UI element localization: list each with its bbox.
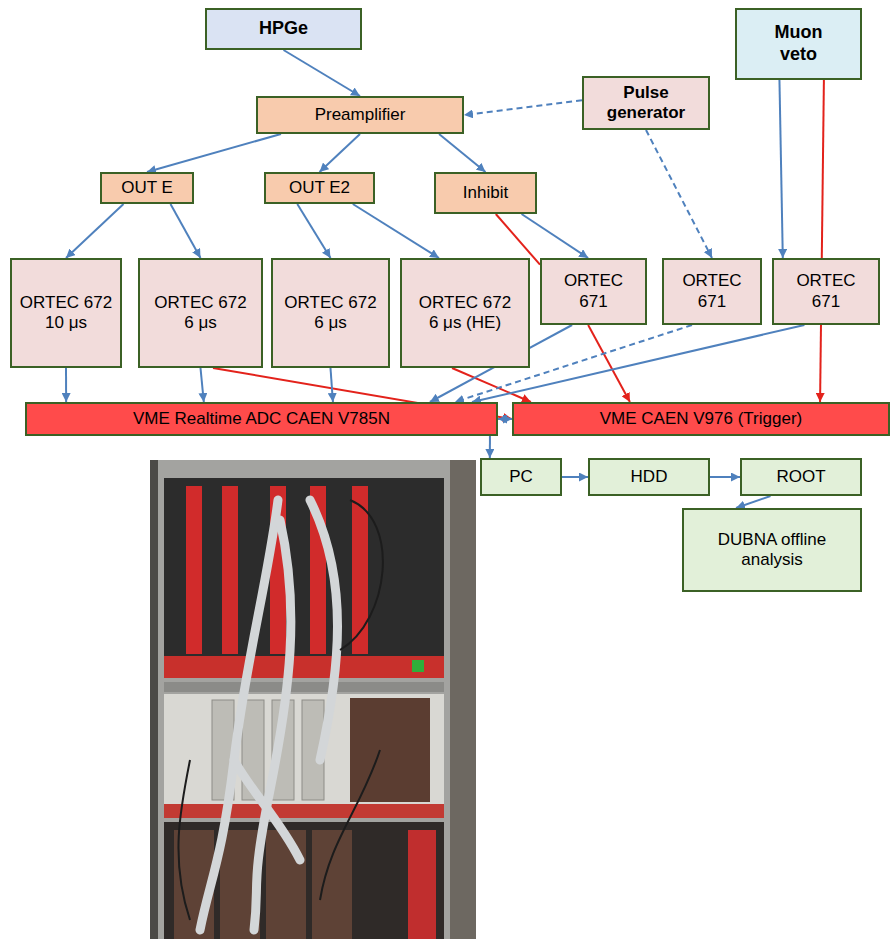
box-label: Preamplifier	[315, 105, 406, 125]
connector	[498, 418, 512, 420]
photo-background	[150, 460, 476, 939]
process-box: Inhibit	[434, 172, 537, 214]
connector	[588, 325, 630, 402]
connector	[201, 368, 204, 402]
box-label: VME CAEN V976 (Trigger)	[600, 409, 802, 429]
process-box: Pulse generator	[582, 76, 710, 130]
box-label: ORTEC 672 6 μs (HE)	[416, 293, 514, 334]
connector	[489, 436, 491, 458]
box-label: ORTEC 671	[793, 271, 859, 312]
process-box: HPGe	[205, 8, 362, 50]
connector	[439, 134, 485, 172]
box-label: ORTEC 672 6 μs	[152, 293, 250, 334]
box-label: Muon veto	[768, 22, 830, 65]
rack-photo	[150, 460, 476, 939]
connector	[464, 100, 582, 115]
connector	[562, 476, 588, 478]
connector	[331, 368, 333, 402]
box-label: HPGe	[259, 18, 308, 40]
process-box: ORTEC 672 6 μs	[138, 258, 263, 368]
process-box: Preamplifier	[256, 96, 464, 134]
process-box: DUBNA offline analysis	[682, 508, 862, 592]
process-box: VME CAEN V976 (Trigger)	[512, 402, 890, 436]
box-label: ROOT	[776, 467, 825, 487]
process-box: ORTEC 671	[772, 258, 880, 325]
box-label: ORTEC 671	[561, 271, 627, 312]
nim-crate	[164, 694, 444, 804]
process-box: HDD	[588, 458, 710, 496]
rack-shelf	[164, 682, 444, 692]
process-box: OUT E	[100, 172, 194, 204]
connector	[65, 368, 67, 402]
connector	[646, 130, 712, 258]
process-box: ORTEC 671	[662, 258, 762, 325]
connector	[171, 204, 201, 258]
process-box: Muon veto	[735, 8, 862, 80]
process-box: ORTEC 671	[540, 258, 647, 325]
vme-power-bar	[164, 656, 444, 678]
connector	[779, 80, 782, 258]
box-label: ORTEC 672 6 μs	[282, 293, 380, 334]
nim-power-bar	[164, 804, 444, 818]
box-label: DUBNA offline analysis	[702, 530, 842, 571]
box-label: Inhibit	[463, 183, 508, 203]
process-box: PC	[480, 458, 562, 496]
box-label: HDD	[631, 467, 668, 487]
box-label: PC	[509, 467, 533, 487]
box-label: VME Realtime ADC CAEN V785N	[133, 409, 390, 429]
connector	[284, 50, 361, 96]
box-label: Pulse generator	[590, 83, 702, 124]
vme-crate	[164, 478, 444, 658]
box-label: ORTEC 672 10 μs	[17, 293, 115, 334]
connector	[66, 204, 124, 258]
nim-module-dark	[350, 698, 430, 802]
power-switch	[412, 660, 424, 672]
connector	[320, 134, 361, 172]
connector	[297, 204, 330, 258]
rack-frame	[158, 460, 450, 939]
connector	[710, 476, 740, 478]
connector	[736, 496, 771, 508]
process-box: ORTEC 672 10 μs	[10, 258, 122, 368]
connector	[353, 204, 439, 258]
process-box: ORTEC 672 6 μs (HE)	[400, 258, 530, 368]
process-box: ORTEC 672 6 μs	[271, 258, 390, 368]
box-label: ORTEC 671	[679, 271, 745, 312]
connector	[147, 134, 281, 172]
signal-cables	[178, 500, 382, 920]
connector	[820, 80, 824, 402]
box-label: OUT E	[121, 178, 173, 198]
process-box: VME Realtime ADC CAEN V785N	[25, 402, 498, 436]
process-box: OUT E2	[264, 172, 375, 204]
process-box: ROOT	[740, 458, 862, 496]
connector	[522, 214, 589, 258]
box-label: OUT E2	[289, 178, 350, 198]
foil-cables	[200, 500, 338, 930]
